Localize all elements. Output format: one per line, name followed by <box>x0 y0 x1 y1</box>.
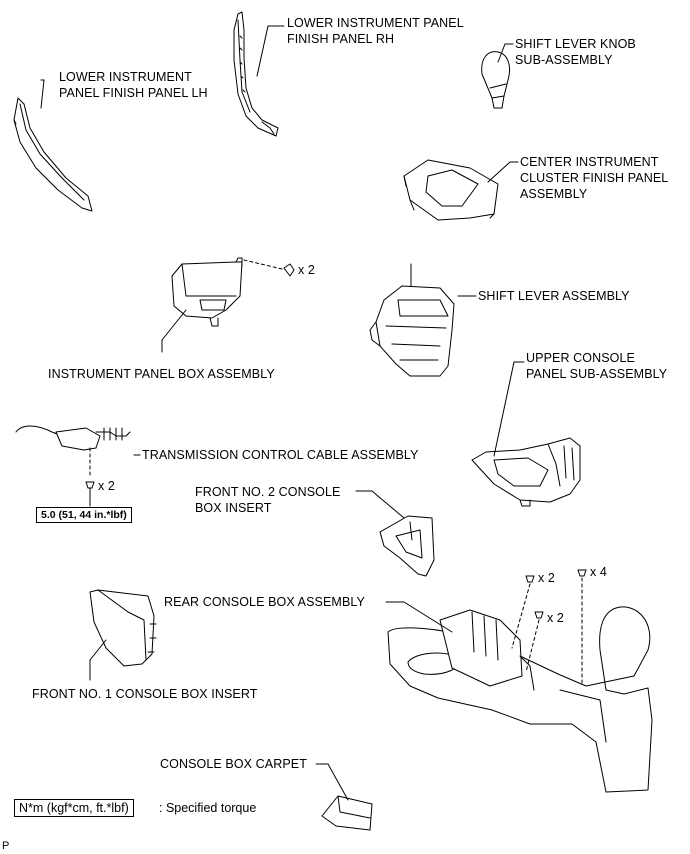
label-rear-console: REAR CONSOLE BOX ASSEMBLY <box>164 595 365 609</box>
shift-lever-part <box>369 263 455 377</box>
qty-instrument-box-clip: x 2 <box>298 263 315 277</box>
legend-torque-box: N*m (kgf*cm, ft.*lbf) <box>14 799 134 817</box>
lower-panel-rh-part <box>233 11 279 137</box>
center-cluster-part <box>403 159 499 221</box>
nut-icon <box>85 481 95 489</box>
leader-lower-panel-lh <box>40 79 45 109</box>
front-no1-insert-part <box>89 589 157 667</box>
leader-rear-console <box>385 601 453 633</box>
leader-shift-knob <box>497 43 514 63</box>
torque-spec-box: 5.0 (51, 44 in.*lbf) <box>36 507 132 523</box>
leader-center-cluster <box>487 161 519 183</box>
rear-console-part <box>387 606 653 793</box>
clip-icon <box>283 263 295 277</box>
leader-front-no1-insert <box>89 639 107 681</box>
trans-cable-part <box>15 425 131 451</box>
leader-bolt-a <box>511 583 531 649</box>
upper-console-part <box>471 437 581 507</box>
lower-panel-lh-part <box>13 97 93 212</box>
bolt-a-icon <box>525 575 535 583</box>
leader-instrument-box <box>161 309 187 353</box>
bolt-b-icon <box>534 611 544 619</box>
bolt-c-icon <box>577 569 587 577</box>
qty-cable-nut: x 2 <box>98 479 115 493</box>
instrument-box-part <box>171 257 243 327</box>
leader-carpet <box>315 763 349 801</box>
label-front-no1-insert: FRONT NO. 1 CONSOLE BOX INSERT <box>32 687 258 701</box>
leader-lower-panel-rh <box>256 25 285 77</box>
qty-rear-console-bolt-c: x 4 <box>590 565 607 579</box>
shift-knob-part <box>481 51 511 109</box>
label-trans-cable: TRANSMISSION CONTROL CABLE ASSEMBLY <box>142 448 419 462</box>
leader-front-no2-insert <box>355 490 405 519</box>
front-no2-insert-part <box>379 515 435 577</box>
diagram-code: P <box>2 840 10 852</box>
qty-rear-console-bolt-b: x 2 <box>547 611 564 625</box>
label-shift-lever: SHIFT LEVER ASSEMBLY <box>478 289 630 303</box>
leader-upper-console <box>493 361 525 457</box>
carpet-part <box>321 795 373 831</box>
label-instrument-box: INSTRUMENT PANEL BOX ASSEMBLY <box>48 367 275 381</box>
legend-torque-text: : Specified torque <box>159 801 257 815</box>
leader-bolt-b <box>525 619 540 673</box>
label-carpet: CONSOLE BOX CARPET <box>160 757 307 771</box>
qty-rear-console-bolt-a: x 2 <box>538 571 555 585</box>
leader-instrument-box-clip <box>243 259 287 271</box>
